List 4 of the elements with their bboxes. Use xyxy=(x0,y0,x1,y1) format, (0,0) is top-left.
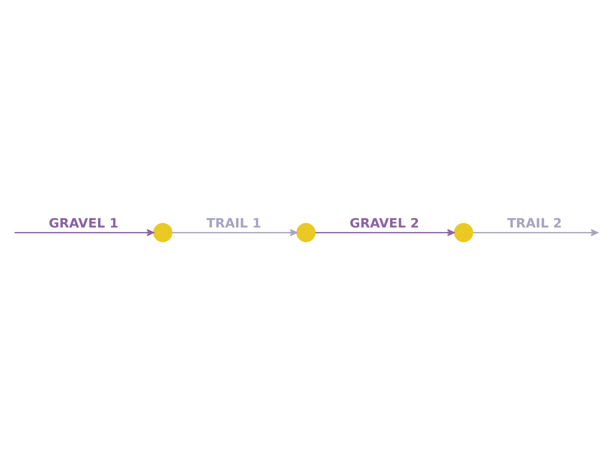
edge-label: GRAVEL 2 xyxy=(350,216,420,232)
edge-label: TRAIL 1 xyxy=(206,216,262,232)
edge-label: TRAIL 2 xyxy=(507,216,562,232)
edge-label: GRAVEL 1 xyxy=(48,216,118,232)
